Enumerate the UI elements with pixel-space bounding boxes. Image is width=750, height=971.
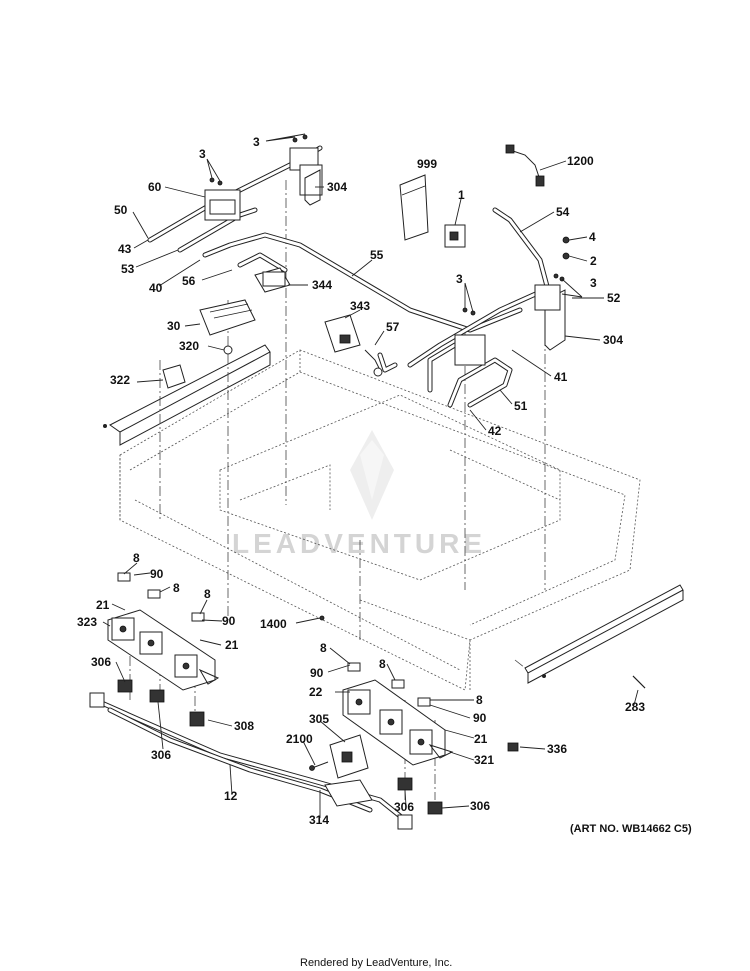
label-304b: 304 <box>603 333 623 347</box>
label-21b: 21 <box>225 638 239 652</box>
spark-module-344 <box>254 267 291 293</box>
label-1400: 1400 <box>260 617 287 631</box>
label-336: 336 <box>547 742 567 756</box>
label-43: 43 <box>118 242 132 256</box>
transformer-322 <box>162 364 186 389</box>
valve-block-41 <box>454 284 561 366</box>
label-21a: 21 <box>96 598 110 612</box>
label-8f: 8 <box>476 693 483 707</box>
regulator-343 <box>324 314 361 353</box>
screw-2100 <box>309 761 329 771</box>
label-30: 30 <box>167 319 181 333</box>
watermark-text: LEADVENTURE <box>232 528 486 559</box>
label-343: 343 <box>350 299 370 313</box>
clips-90 <box>117 572 431 707</box>
label-1: 1 <box>458 188 465 202</box>
chassis-frame <box>119 349 641 691</box>
label-8d: 8 <box>320 641 327 655</box>
label-50: 50 <box>114 203 128 217</box>
label-12: 12 <box>224 789 238 803</box>
label-2100: 2100 <box>286 732 313 746</box>
label-57: 57 <box>386 320 400 334</box>
bracket-304 <box>304 169 566 351</box>
wire-1200 <box>505 144 545 187</box>
gas-tubing <box>147 145 551 408</box>
label-51: 51 <box>514 399 528 413</box>
valve-block-60 <box>204 147 323 221</box>
label-8a: 8 <box>133 551 140 565</box>
label-52: 52 <box>607 291 621 305</box>
watermark-logo <box>350 430 394 520</box>
label-53: 53 <box>121 262 135 276</box>
switch-1 <box>444 224 466 248</box>
label-90c: 90 <box>310 666 324 680</box>
label-60: 60 <box>148 180 162 194</box>
label-55: 55 <box>370 248 384 262</box>
label-306d: 306 <box>470 799 490 813</box>
bushing-320 <box>223 345 233 355</box>
art-number: (ART NO. WB14662 C5) <box>570 823 692 835</box>
label-90d: 90 <box>473 711 487 725</box>
label-306b: 306 <box>151 748 171 762</box>
fitting-336 <box>507 742 519 752</box>
screw-1400 <box>319 615 325 621</box>
side-rail-322 <box>103 344 271 446</box>
label-322: 322 <box>110 373 130 387</box>
label-56: 56 <box>182 274 196 288</box>
label-42: 42 <box>488 424 502 438</box>
label-41: 41 <box>554 370 568 384</box>
label-304a: 304 <box>327 180 347 194</box>
right-valve-manifold <box>342 679 454 766</box>
bracket-314 <box>324 779 373 807</box>
label-305: 305 <box>309 712 329 726</box>
label-321: 321 <box>474 753 494 767</box>
front-rail <box>524 584 684 684</box>
label-90b: 90 <box>222 614 236 628</box>
label-8e: 8 <box>379 657 386 671</box>
label-308: 308 <box>234 719 254 733</box>
label-283: 283 <box>625 700 645 714</box>
igniter-module-30 <box>199 299 256 336</box>
label-999: 999 <box>417 157 437 171</box>
label-306c: 306 <box>394 800 414 814</box>
part-labels: 3 3 3 3 999 1200 60 304 50 1 54 43 4 53 … <box>77 135 645 827</box>
label-1200: 1200 <box>567 154 594 168</box>
hose-57 <box>364 349 383 377</box>
shaft-283 <box>632 675 646 689</box>
label-21c: 21 <box>474 732 488 746</box>
label-3b: 3 <box>199 147 206 161</box>
label-320: 320 <box>179 339 199 353</box>
label-2: 2 <box>590 254 597 268</box>
label-4: 4 <box>589 230 596 244</box>
label-90a: 90 <box>150 567 164 581</box>
label-344: 344 <box>312 278 332 292</box>
label-3c: 3 <box>456 272 463 286</box>
label-323: 323 <box>77 615 97 629</box>
label-22: 22 <box>309 685 323 699</box>
fitting-4-2 <box>562 236 570 260</box>
left-valve-manifold <box>107 609 220 691</box>
label-54: 54 <box>556 205 570 219</box>
label-314: 314 <box>309 813 329 827</box>
leader-lines <box>102 133 639 818</box>
label-40: 40 <box>149 281 163 295</box>
label-306a: 306 <box>91 655 111 669</box>
label-8c: 8 <box>204 587 211 601</box>
label-3a: 3 <box>253 135 260 149</box>
manual-999 <box>399 174 429 241</box>
label-8b: 8 <box>173 581 180 595</box>
label-3d: 3 <box>590 276 597 290</box>
footer-credit: Rendered by LeadVenture, Inc. <box>300 957 452 969</box>
switch-305 <box>329 734 369 779</box>
centerlines <box>129 180 546 800</box>
